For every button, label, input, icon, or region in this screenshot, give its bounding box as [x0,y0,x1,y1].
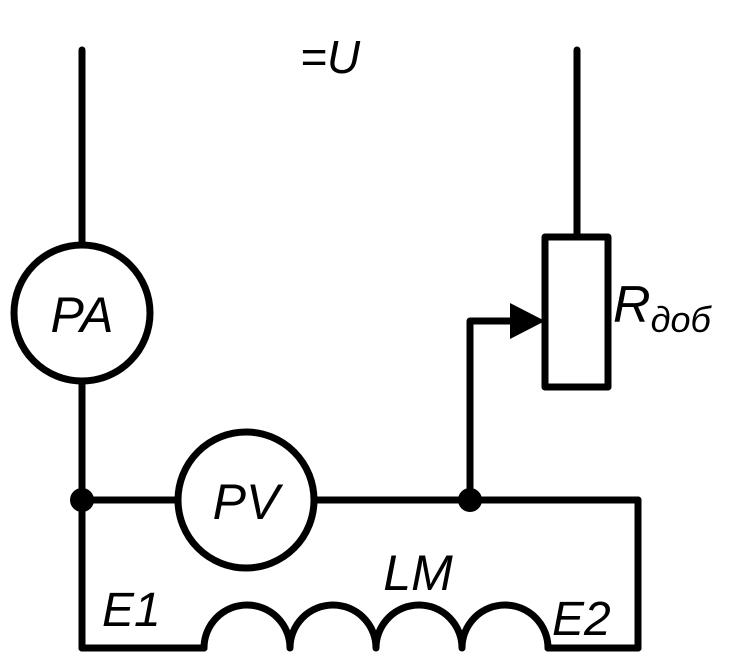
ammeter-label: PA [51,287,114,343]
resistor-body [541,233,612,391]
voltmeter-label: PV [213,474,284,530]
supply-label: =U [300,31,361,83]
terminal-e1-label: E1 [102,584,161,637]
resistor-label-subscript: доб [651,299,713,340]
wiper-wire [466,317,516,502]
resistor-label-main: R [613,276,651,334]
winding-label: LM [383,545,453,601]
resistor-label: Rдоб [613,276,712,340]
junction-left [70,488,94,512]
wiper-arrow-icon [510,303,545,339]
junction-right [458,488,482,512]
terminal-e2-label: E2 [552,593,611,646]
field-winding-coil [200,601,552,652]
